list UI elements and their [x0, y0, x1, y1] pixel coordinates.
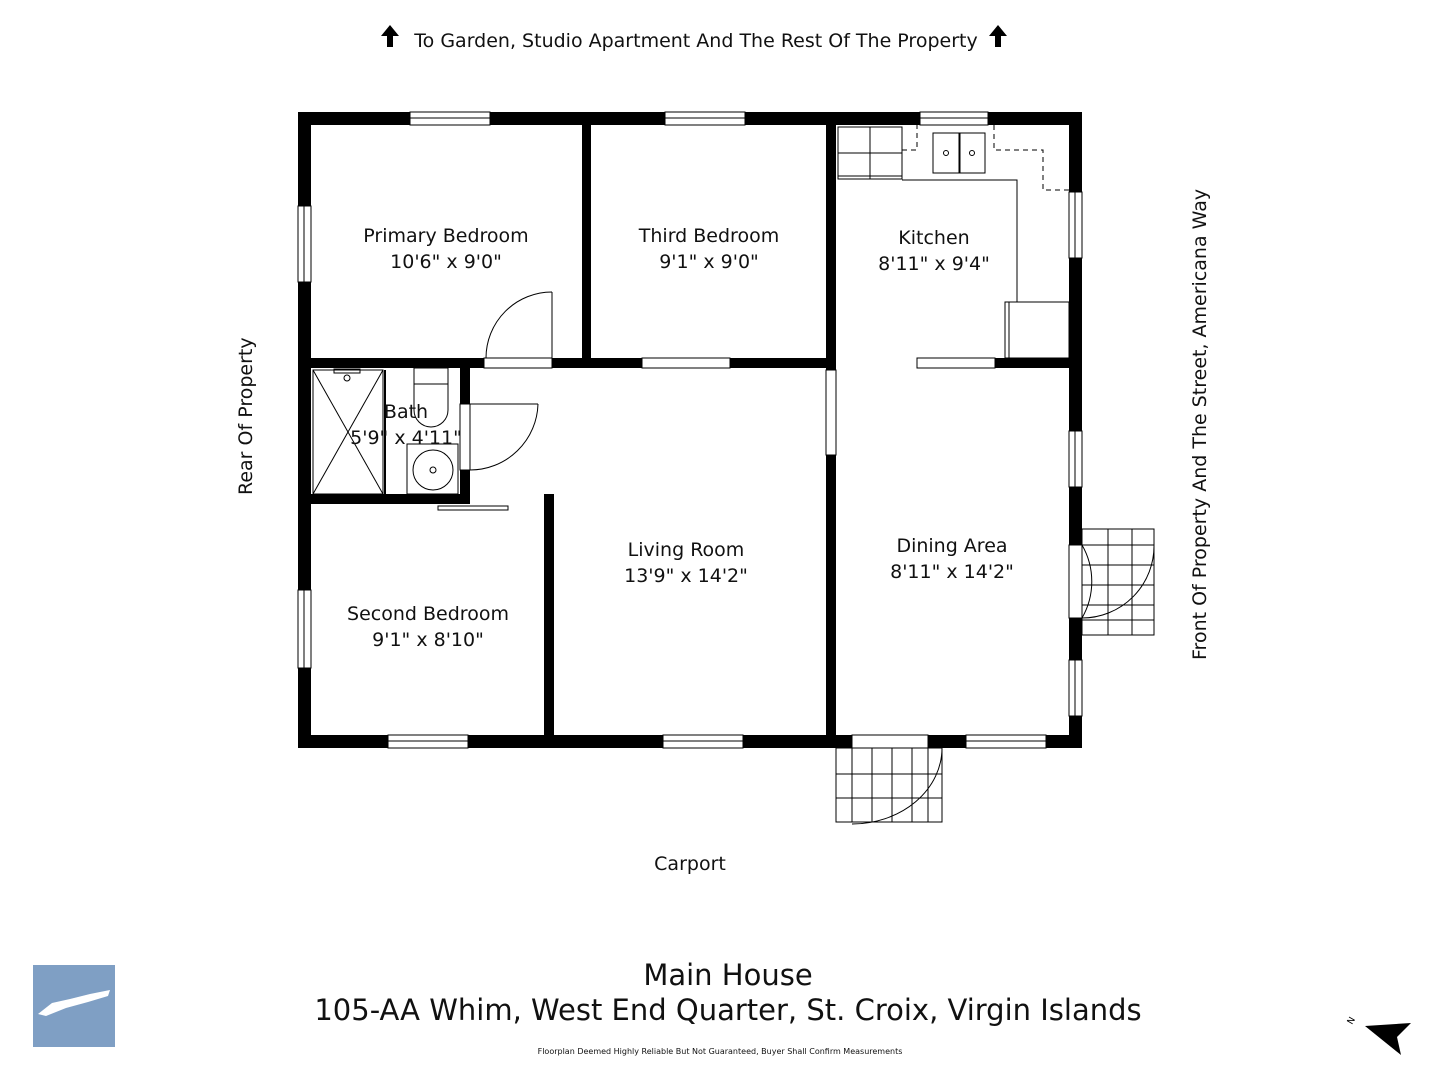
room-size: 5'9" x 4'11" [350, 427, 462, 449]
windows [297, 111, 1083, 749]
direction-note: To Garden, Studio Apartment And The Rest… [413, 30, 977, 52]
room-size: 9'1" x 9'0" [659, 251, 759, 273]
stairs-carport [835, 747, 943, 823]
room-size: 10'6" x 9'0" [390, 251, 502, 273]
room-name: Dining Area [896, 535, 1007, 557]
up-arrow-icon [989, 25, 1007, 47]
disclaimer: Floorplan Deemed Highly Reliable But Not… [538, 1047, 903, 1056]
room-size: 13'9" x 14'2" [624, 565, 748, 587]
room-size: 8'11" x 14'2" [890, 561, 1014, 583]
room-size: 9'1" x 8'10" [372, 629, 484, 651]
kitchen-fixtures [837, 125, 1070, 359]
room-name: Third Bedroom [638, 225, 779, 247]
up-arrow-icon [381, 25, 399, 47]
room-name: Living Room [628, 539, 745, 561]
plan-title: Main House [643, 958, 812, 992]
doors [459, 291, 1155, 825]
front-label: Front Of Property And The Street, Americ… [1189, 189, 1211, 660]
bath-fixtures [312, 367, 459, 495]
room-name: Kitchen [898, 227, 969, 249]
carport-label: Carport [654, 853, 726, 875]
room-name: Primary Bedroom [363, 225, 528, 247]
rear-label: Rear Of Property [235, 337, 257, 495]
room-name: Second Bedroom [347, 603, 509, 625]
compass-label: N [1346, 1016, 1358, 1027]
address: 105-AA Whim, West End Quarter, St. Croix… [314, 993, 1141, 1027]
room-name: Bath [384, 401, 428, 423]
stairs-front [1081, 528, 1155, 636]
island-logo [33, 965, 115, 1047]
compass-north-arrow-icon: N [1346, 1016, 1411, 1055]
room-size: 8'11" x 9'4" [878, 253, 990, 275]
